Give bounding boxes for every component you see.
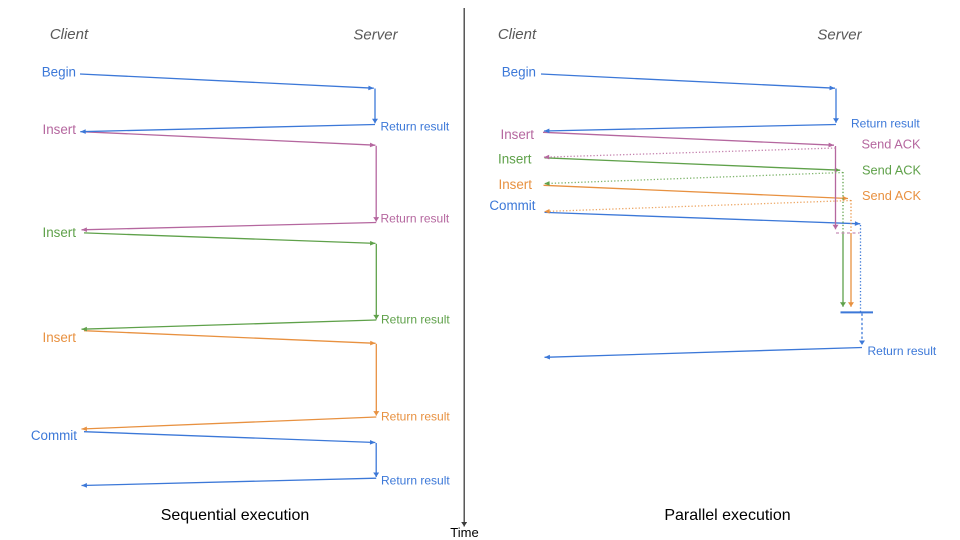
svg-text:Commit: Commit	[31, 428, 77, 443]
svg-text:Send ACK: Send ACK	[862, 163, 922, 178]
svg-text:Begin: Begin	[502, 65, 536, 80]
svg-text:Insert: Insert	[43, 225, 77, 240]
svg-text:Client: Client	[498, 26, 537, 43]
svg-text:Return result: Return result	[381, 120, 450, 134]
svg-text:Return result: Return result	[851, 117, 920, 131]
svg-text:Begin: Begin	[42, 65, 76, 80]
svg-text:Return result: Return result	[381, 313, 450, 327]
svg-text:Server: Server	[817, 27, 862, 44]
svg-text:Insert: Insert	[501, 127, 535, 142]
svg-text:Send ACK: Send ACK	[862, 137, 922, 152]
svg-text:Commit: Commit	[489, 198, 535, 213]
svg-text:Send ACK: Send ACK	[862, 188, 922, 203]
svg-text:Time: Time	[450, 525, 478, 540]
svg-text:Sequential execution: Sequential execution	[161, 507, 310, 524]
svg-text:Return result: Return result	[381, 474, 450, 488]
svg-text:Parallel execution: Parallel execution	[664, 507, 790, 524]
svg-text:Insert: Insert	[43, 330, 77, 345]
svg-text:Insert: Insert	[498, 152, 532, 167]
svg-text:Server: Server	[353, 27, 398, 44]
svg-text:Insert: Insert	[43, 122, 77, 137]
svg-text:Insert: Insert	[499, 177, 533, 192]
svg-text:Client: Client	[50, 26, 89, 43]
svg-text:Return result: Return result	[381, 410, 450, 424]
svg-text:Return result: Return result	[381, 212, 450, 226]
svg-text:Return result: Return result	[868, 344, 937, 358]
